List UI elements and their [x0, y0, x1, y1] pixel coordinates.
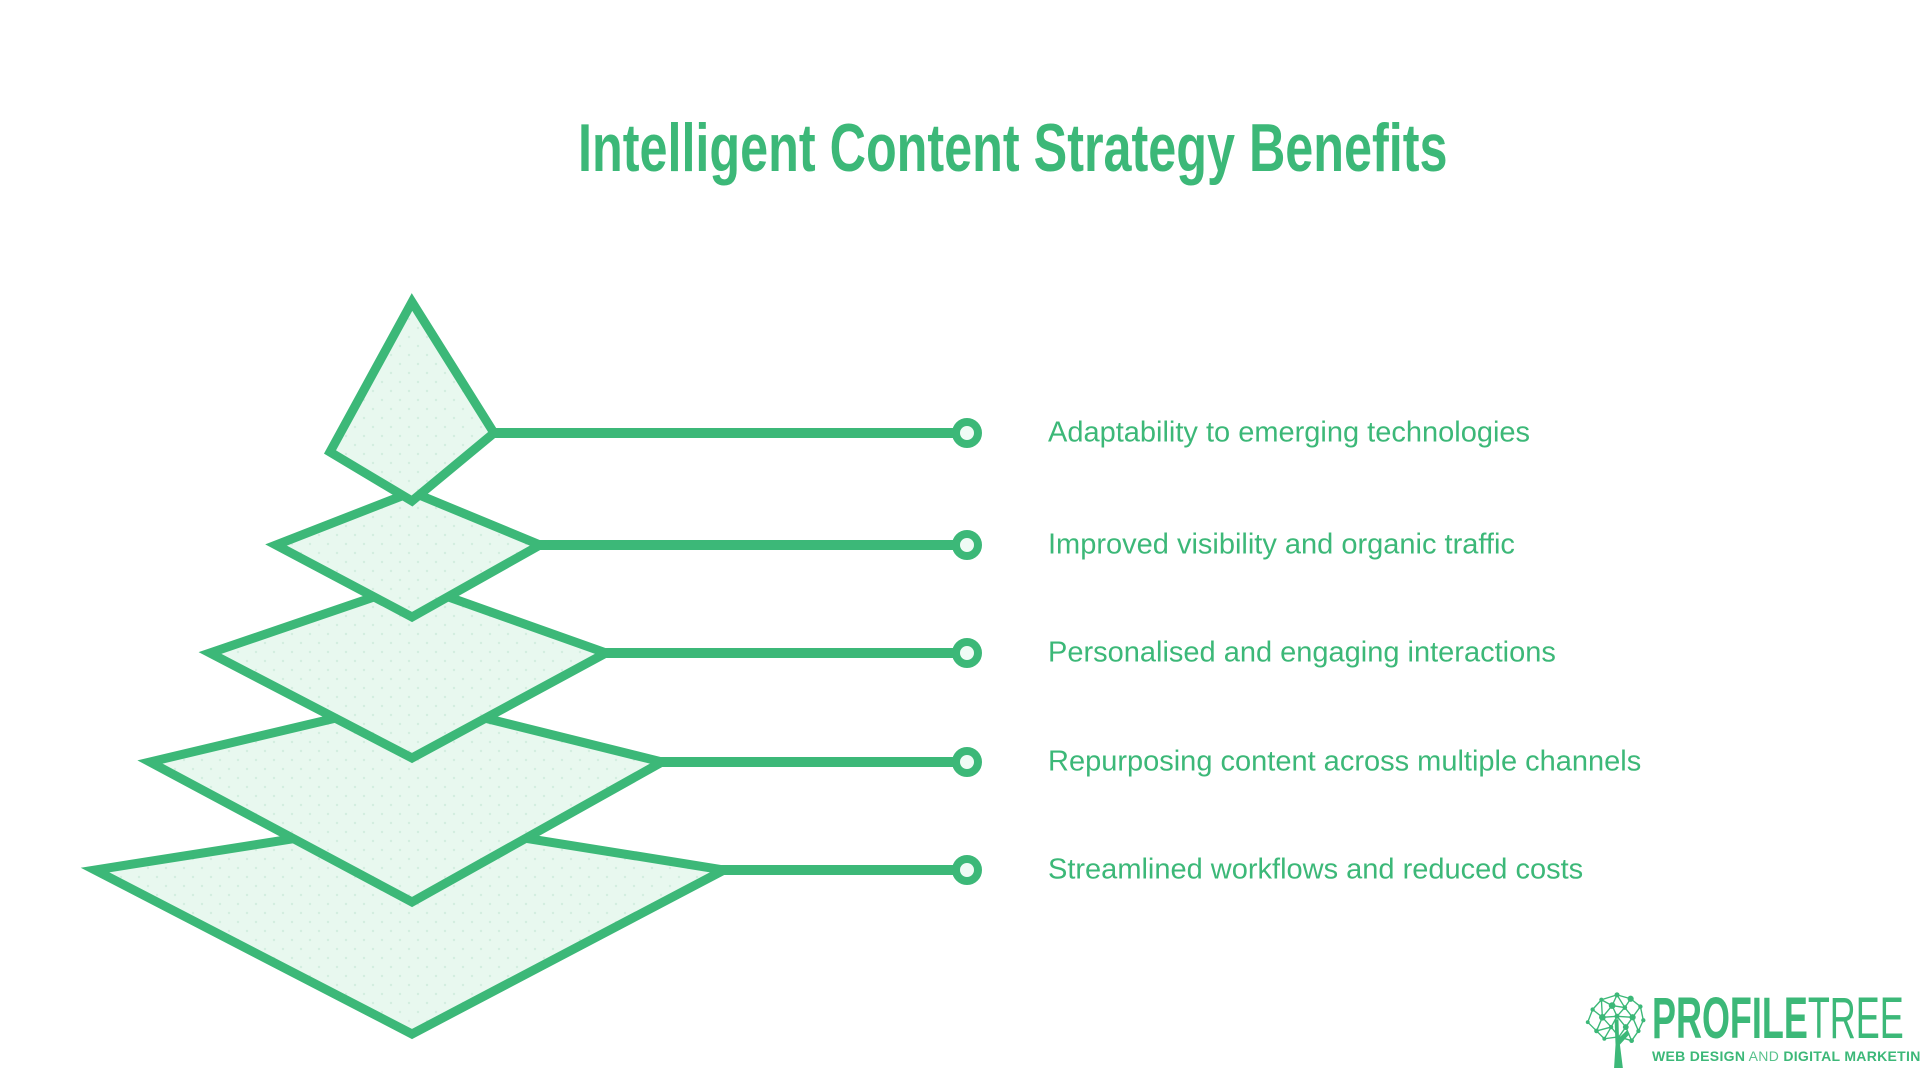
bullet-ring-1: [952, 418, 982, 448]
tagline-digital-marketing: DIGITAL MARKETING: [1783, 1048, 1920, 1064]
tagline-web-design: WEB DESIGN: [1652, 1048, 1746, 1064]
benefit-label-3: Personalised and engaging interactions: [1048, 636, 1556, 669]
bullet-rings: [952, 418, 982, 885]
page-title: Intelligent Content Strategy Benefits: [578, 110, 1448, 186]
bullet-ring-4: [952, 747, 982, 777]
tree-network-icon: [1585, 992, 1646, 1068]
profiletree-logo: PROFILETREE WEB DESIGN AND DIGITAL MARKE…: [1584, 990, 1920, 1068]
bullet-ring-5: [952, 855, 982, 885]
pyramid-level-1: [323, 293, 500, 507]
bullet-ring-2: [952, 530, 982, 560]
pyramid-level-3: [198, 579, 618, 764]
pyramid: [80, 293, 739, 1040]
tagline-and: AND: [1748, 1048, 1780, 1064]
tree-trunk: [1614, 1019, 1630, 1068]
logo-text: PROFILETREE WEB DESIGN AND DIGITAL MARKE…: [1652, 990, 1920, 1064]
bullet-ring-3: [952, 638, 982, 668]
brand-name-primary: PROFILE: [1652, 986, 1808, 1051]
pyramid-level-4: [137, 695, 675, 908]
benefit-label-4: Repurposing content across multiple chan…: [1048, 745, 1642, 778]
connector-lines: [488, 428, 958, 875]
benefit-label-5: Streamlined workflows and reduced costs: [1048, 853, 1584, 886]
pyramid-level-5: [80, 815, 739, 1040]
benefit-label-1: Adaptability to emerging technologies: [1048, 416, 1531, 449]
pyramid-level-2: [265, 487, 551, 623]
brand-name-secondary: TREE: [1807, 986, 1904, 1051]
brand-tagline: WEB DESIGN AND DIGITAL MARKETING: [1652, 1049, 1920, 1063]
benefit-label-2: Improved visibility and organic traffic: [1048, 528, 1515, 561]
brand-wordmark: PROFILETREE: [1652, 990, 1904, 1048]
